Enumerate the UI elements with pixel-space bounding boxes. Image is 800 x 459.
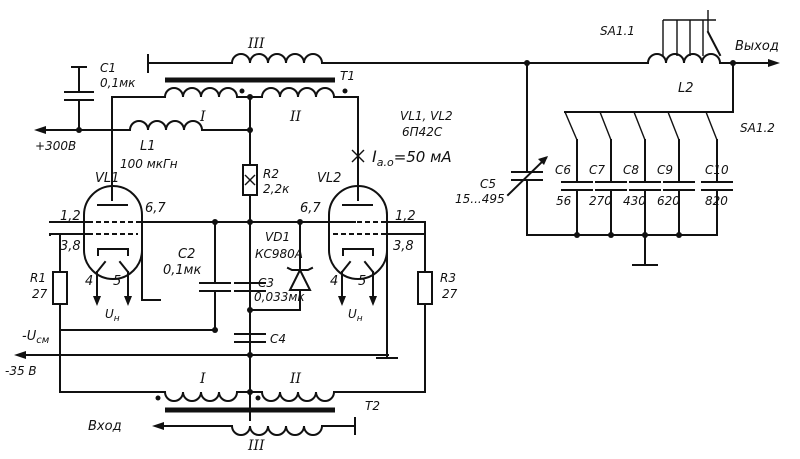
anode-current: Iа.о=50 мА — [372, 147, 452, 169]
c2-capacitor — [199, 219, 231, 333]
vl1-pin-67: 6,7 — [145, 201, 166, 216]
c6-value: 56 — [556, 194, 572, 208]
c3-value: 0,033мк — [254, 290, 305, 304]
t1-label: T1 — [340, 69, 355, 83]
c3-label: C3 — [258, 276, 274, 290]
t2-windings-i-ii — [59, 354, 426, 402]
switched-capacitors — [526, 111, 733, 266]
vl2-uh-label: Uн — [348, 307, 363, 324]
t2-winding-ii-label: II — [289, 371, 302, 387]
input-label: Вход — [88, 419, 122, 434]
sa12-label: SA1.2 — [740, 121, 775, 135]
vl2-pin-38: 3,8 — [393, 239, 414, 254]
tubes-label: VL1, VL2 — [400, 109, 453, 123]
t1-winding-ii-label: II — [289, 109, 302, 125]
c4-capacitor — [59, 333, 389, 358]
c7-value: 270 — [589, 194, 612, 208]
c9-label: C9 — [657, 163, 673, 177]
r1-value: 27 — [32, 287, 48, 301]
vl1-pin-5: 5 — [113, 274, 121, 289]
bias-value: -35 В — [5, 364, 37, 378]
vd1-zener — [247, 219, 314, 313]
vl1-tube — [49, 96, 356, 306]
r1-resistor — [49, 233, 216, 331]
vl2-label: VL2 — [317, 171, 341, 186]
vl2-pin-4: 4 — [330, 274, 338, 289]
t1-winding-i-label: I — [199, 109, 206, 125]
r3-resistor — [417, 221, 433, 393]
output-label: Выход — [735, 39, 779, 54]
vl1-uh-label: Uн — [105, 307, 120, 324]
c10-label: C10 — [705, 163, 729, 177]
vl2-pin-5: 5 — [358, 274, 366, 289]
c10-value: 820 — [705, 194, 728, 208]
vl1-label: VL1 — [95, 171, 119, 186]
r3-label: R3 — [440, 271, 456, 285]
vl1-pin-4: 4 — [85, 274, 93, 289]
vd1-label: VD1 — [265, 230, 290, 244]
vd1-type: КС980А — [255, 247, 303, 261]
vl2-tube — [328, 96, 426, 356]
c5-label: C5 — [480, 177, 496, 191]
c7-label: C7 — [589, 163, 605, 177]
r1-label: R1 — [30, 271, 46, 285]
c1-value: 0,1мк — [100, 76, 136, 90]
l2-label: L2 — [678, 81, 694, 96]
c4-label: C4 — [270, 332, 286, 346]
supply-label: +300В — [35, 139, 76, 153]
t2-label: T2 — [365, 399, 380, 413]
t2-winding-i-label: I — [199, 371, 206, 387]
sa11-label: SA1.1 — [600, 24, 635, 38]
c5-value: 15...495 — [455, 192, 505, 206]
t2-winding-iii-label: III — [247, 438, 265, 454]
c1-label: C1 — [100, 61, 116, 75]
bias-label: -Uсм — [22, 329, 50, 346]
t1-windings-i-ii — [111, 87, 359, 100]
l2-inductor — [647, 10, 780, 67]
c8-value: 430 — [623, 194, 646, 208]
c8-label: C8 — [623, 163, 639, 177]
c5-variable-capacitor — [506, 62, 548, 236]
c1-capacitor — [64, 66, 94, 133]
t2-winding-iii — [152, 417, 356, 436]
c2-value: 0,1мк — [163, 263, 201, 278]
ground-vl2 — [376, 354, 398, 359]
t1-winding-iii — [147, 53, 649, 73]
vl2-pin-67: 6,7 — [300, 201, 321, 216]
t1-winding-iii-label: III — [247, 36, 265, 52]
r2-value: 2,2к — [263, 182, 290, 196]
r3-value: 27 — [442, 287, 458, 301]
c2-label: C2 — [178, 247, 195, 262]
bias-line — [14, 329, 61, 359]
vl1-pin-12: 1,2 — [60, 209, 81, 224]
c3-capacitor — [234, 219, 266, 292]
vl2-pin-12: 1,2 — [395, 209, 416, 224]
c9-value: 620 — [657, 194, 680, 208]
r2-label: R2 — [263, 167, 279, 181]
l1-label: L1 — [140, 139, 156, 154]
vl1-pin-38: 3,8 — [60, 239, 81, 254]
c6-label: C6 — [555, 163, 571, 177]
supply-line-l1 — [34, 96, 253, 166]
l1-value: 100 мкГн — [120, 157, 178, 171]
tube-type: 6П42С — [402, 125, 443, 139]
